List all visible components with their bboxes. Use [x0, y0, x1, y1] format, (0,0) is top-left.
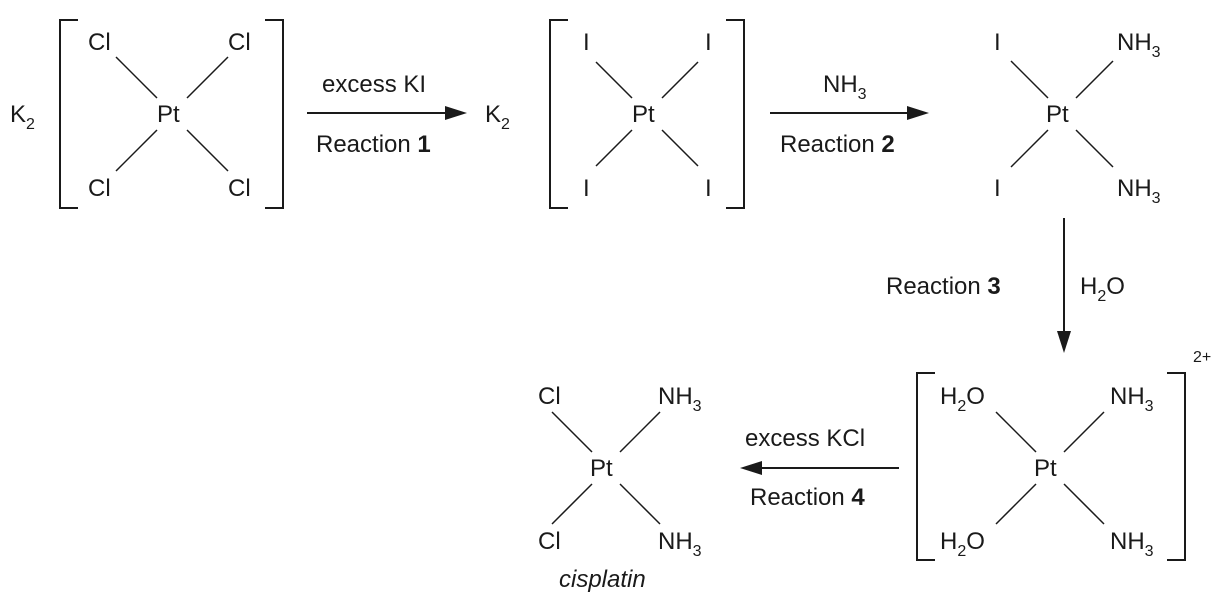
i-label: I — [994, 29, 1001, 56]
i-label: I — [705, 29, 712, 56]
nh3-label: NH3 — [1110, 528, 1154, 560]
cl-label: Cl — [538, 383, 561, 410]
nh3-label: NH3 — [658, 383, 702, 415]
pt-label: Pt — [632, 101, 655, 128]
reaction-4-label: Reaction 4 — [750, 484, 865, 511]
cl-label: Cl — [88, 29, 111, 56]
bond — [551, 411, 593, 453]
bond — [661, 129, 699, 167]
compound-pt-aqua: Pt H2O H2O NH3 NH3 2+ — [916, 349, 1211, 561]
right-bracket — [726, 19, 745, 209]
h2o-label: H2O — [940, 528, 985, 560]
reaction-1-reagent: excess KI — [322, 71, 426, 98]
bond — [995, 483, 1037, 525]
right-bracket — [1167, 372, 1186, 561]
bond — [619, 411, 661, 453]
bond — [619, 483, 661, 525]
left-bracket — [59, 19, 78, 209]
bond — [1010, 60, 1049, 99]
bond — [995, 411, 1037, 453]
reaction-4-arrow: excess KCl Reaction 4 — [740, 425, 899, 511]
bond — [595, 61, 633, 99]
compound-k2pti4: K2 Pt I I I I — [485, 19, 745, 209]
compound-pti2nh3: Pt I I NH3 NH3 — [994, 29, 1161, 207]
k2-label: K2 — [485, 101, 510, 133]
bond — [115, 129, 158, 172]
charge-label: 2+ — [1193, 349, 1211, 366]
reaction-3-arrow: Reaction 3 H2O — [886, 218, 1125, 353]
arrow-head — [445, 106, 467, 120]
right-bracket — [265, 19, 284, 209]
nh3-label: NH3 — [658, 528, 702, 560]
bond — [186, 56, 229, 99]
pt-label: Pt — [590, 455, 613, 482]
compound-k2ptcl4: K2 Pt Cl Cl Cl Cl — [10, 19, 284, 209]
bond — [115, 56, 158, 99]
bond — [551, 483, 593, 525]
reaction-4-reagent: excess KCl — [745, 425, 865, 452]
reaction-1-label: Reaction 1 — [316, 131, 431, 158]
reaction-3-label: Reaction 3 — [886, 273, 1001, 300]
cl-label: Cl — [228, 29, 251, 56]
reaction-1-arrow: excess KI Reaction 1 — [307, 71, 467, 158]
cl-label: Cl — [538, 528, 561, 555]
nh3-label: NH3 — [1110, 383, 1154, 415]
arrow-head — [740, 461, 762, 475]
reaction-2-label: Reaction 2 — [780, 131, 895, 158]
reaction-2-reagent: NH3 — [823, 71, 867, 103]
h2o-label: H2O — [940, 383, 985, 415]
bond — [595, 129, 633, 167]
bond — [1075, 129, 1114, 168]
nh3-label: NH3 — [1117, 29, 1161, 61]
cl-label: Cl — [88, 175, 111, 202]
bond — [1063, 483, 1105, 525]
i-label: I — [583, 175, 590, 202]
nh3-label: NH3 — [1117, 175, 1161, 207]
pt-label: Pt — [1046, 101, 1069, 128]
compound-cisplatin: Pt Cl Cl NH3 NH3 cisplatin — [538, 383, 702, 593]
bond — [1010, 129, 1049, 168]
i-label: I — [705, 175, 712, 202]
bond — [186, 129, 229, 172]
left-bracket — [916, 372, 935, 561]
reaction-2-arrow: NH3 Reaction 2 — [770, 71, 929, 158]
bond — [1075, 60, 1114, 99]
bond — [661, 61, 699, 99]
k2-label: K2 — [10, 101, 35, 133]
arrow-head — [1057, 331, 1071, 353]
i-label: I — [583, 29, 590, 56]
cisplatin-label: cisplatin — [559, 566, 646, 593]
left-bracket — [549, 19, 568, 209]
pt-label: Pt — [1034, 455, 1057, 482]
bond — [1063, 411, 1105, 453]
reaction-3-reagent: H2O — [1080, 273, 1125, 305]
pt-label: Pt — [157, 101, 180, 128]
cl-label: Cl — [228, 175, 251, 202]
arrow-head — [907, 106, 929, 120]
i-label: I — [994, 175, 1001, 202]
